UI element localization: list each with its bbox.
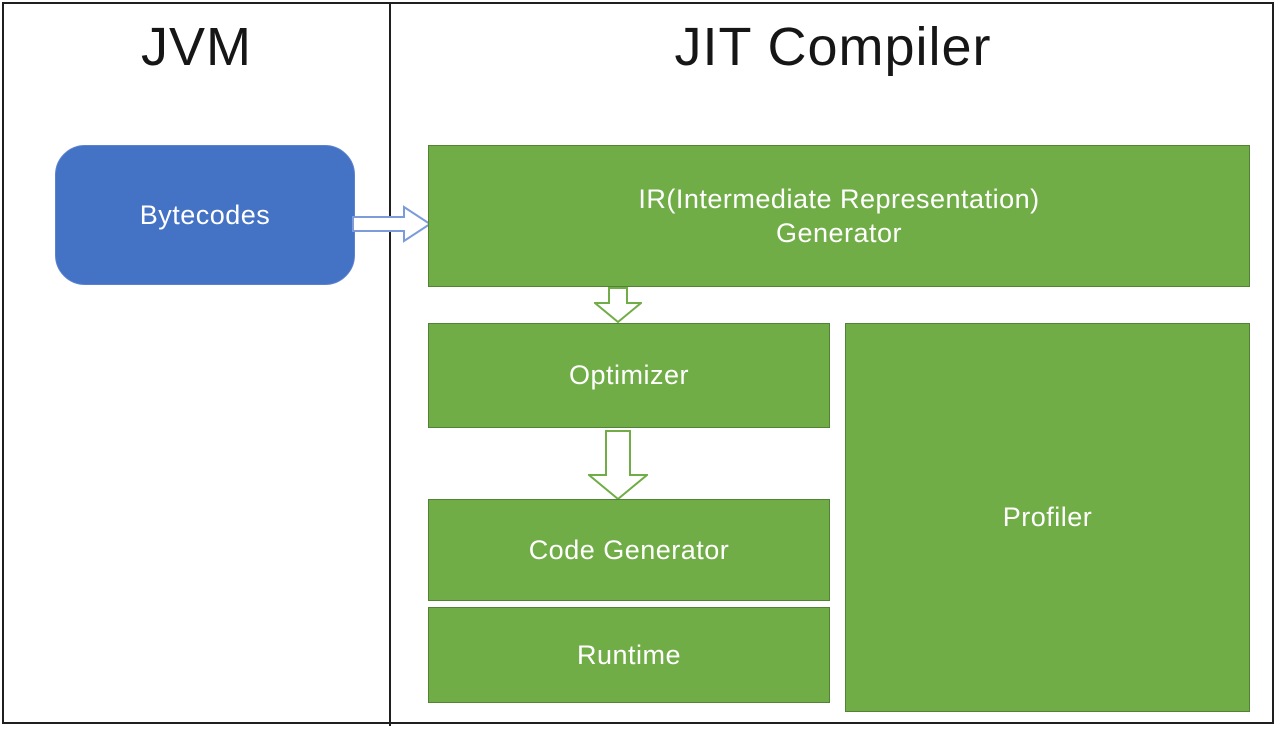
bytecodes-label: Bytecodes xyxy=(139,199,271,230)
bytecodes-to-ir-arrow-icon xyxy=(352,205,432,243)
ir-to-optimizer-arrow-icon xyxy=(594,287,642,323)
optimizer-label: Optimizer xyxy=(568,360,689,390)
runtime-label: Runtime xyxy=(576,639,682,670)
jit-compiler-panel-title: JIT Compiler xyxy=(674,17,992,77)
runtime-node: Runtime xyxy=(428,607,830,703)
bytecodes-node: Bytecodes xyxy=(55,145,355,285)
code-generator-label: Code Generator xyxy=(528,534,730,565)
profiler-node: Profiler xyxy=(845,323,1250,712)
profiler-label: Profiler xyxy=(1002,502,1093,532)
panel-divider-line xyxy=(389,4,391,726)
ir-generator-label-line2: Generator xyxy=(775,218,903,248)
code-generator-node: Code Generator xyxy=(428,499,830,601)
ir-generator-label-line1: IR(Intermediate Representation) xyxy=(638,184,1040,214)
ir-generator-node: IR(Intermediate Representation) Generato… xyxy=(428,145,1250,287)
jvm-panel-title: JVM xyxy=(141,17,252,77)
optimizer-to-code-generator-arrow-icon xyxy=(588,430,648,500)
ir-generator-label: IR(Intermediate Representation) Generato… xyxy=(638,182,1039,250)
optimizer-node: Optimizer xyxy=(428,323,830,428)
